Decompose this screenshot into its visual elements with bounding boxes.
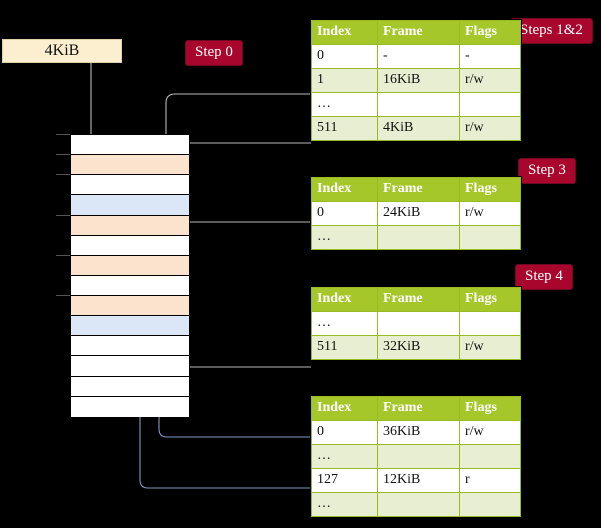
memory-tick [56, 134, 70, 135]
badge-step-0: Step 0 [186, 41, 242, 65]
cell-frame [377, 444, 460, 469]
cell-index: 127 [311, 468, 378, 493]
column-header-frame: Frame [377, 396, 460, 421]
table-row: 0-- [311, 44, 521, 69]
memory-frame-row [71, 175, 189, 196]
badge-step-3: Step 3 [519, 159, 575, 183]
column-header-flags: Flags [459, 20, 521, 45]
memory-frame-row [71, 275, 189, 296]
cell-frame: 36KiB [377, 420, 460, 445]
memory-frame-row [71, 235, 189, 256]
table-row: … [311, 225, 521, 250]
cell-index: 511 [311, 335, 378, 360]
table-row: … [311, 492, 521, 517]
memory-tick [56, 174, 70, 175]
memory-frame-row [71, 155, 189, 176]
table-row: … [311, 92, 521, 117]
cell-flags: r/w [459, 335, 521, 360]
cell-index: 511 [311, 116, 378, 141]
cell-frame: 12KiB [377, 468, 460, 493]
column-header-index: Index [311, 396, 378, 421]
memory-frame-row [71, 215, 189, 236]
cell-frame [377, 225, 460, 250]
memory-frame-row [71, 356, 189, 377]
memory-frame-row [71, 296, 189, 317]
memory-frame-row [71, 396, 189, 417]
memory-tick [56, 255, 70, 256]
physical-memory-column [70, 134, 190, 417]
column-header-flags: Flags [459, 396, 521, 421]
cell-frame: - [377, 44, 460, 69]
table-row: … [311, 444, 521, 469]
column-header-index: Index [311, 177, 378, 202]
column-header-flags: Flags [459, 287, 521, 312]
memory-tick [56, 295, 70, 296]
cell-flags [459, 92, 521, 117]
cell-index: 0 [311, 44, 378, 69]
cell-flags [459, 311, 521, 336]
cell-flags: r/w [459, 68, 521, 93]
cell-frame [377, 311, 460, 336]
memory-frame-row [71, 195, 189, 216]
cell-index: … [311, 492, 378, 517]
memory-frame-row [71, 135, 189, 156]
cell-frame: 24KiB [377, 201, 460, 226]
column-header-flags: Flags [459, 177, 521, 202]
cell-index: … [311, 311, 378, 336]
memory-frame-row [71, 336, 189, 357]
cell-frame: 16KiB [377, 68, 460, 93]
cell-frame [377, 92, 460, 117]
cell-flags [459, 225, 521, 250]
table-row: … [311, 311, 521, 336]
memory-tick [56, 154, 70, 155]
cell-index: … [311, 92, 378, 117]
column-header-frame: Frame [377, 20, 460, 45]
cell-flags: r/w [459, 201, 521, 226]
frame-size-label: 4KiB [44, 42, 80, 59]
badge-step-4: Step 4 [516, 265, 572, 289]
cell-index: … [311, 225, 378, 250]
frame-size-callout: 4KiB [2, 39, 122, 63]
memory-frame-row [71, 376, 189, 397]
memory-tick [56, 215, 70, 216]
cell-flags [459, 444, 521, 469]
column-header-frame: Frame [377, 287, 460, 312]
column-header-index: Index [311, 20, 378, 45]
cell-flags [459, 492, 521, 517]
cell-frame: 32KiB [377, 335, 460, 360]
memory-frame-row [71, 255, 189, 276]
cell-flags: r [459, 468, 521, 493]
cell-frame [377, 492, 460, 517]
cell-index: 1 [311, 68, 378, 93]
badge-steps-1-2: Steps 1&2 [511, 19, 592, 43]
cell-flags: r/w [459, 420, 521, 445]
cell-flags: r/w [459, 116, 521, 141]
column-header-index: Index [311, 287, 378, 312]
cell-index: 0 [311, 201, 378, 226]
memory-frame-row [71, 316, 189, 337]
cell-flags: - [459, 44, 521, 69]
cell-index: … [311, 444, 378, 469]
column-header-frame: Frame [377, 177, 460, 202]
cell-frame: 4KiB [377, 116, 460, 141]
cell-index: 0 [311, 420, 378, 445]
